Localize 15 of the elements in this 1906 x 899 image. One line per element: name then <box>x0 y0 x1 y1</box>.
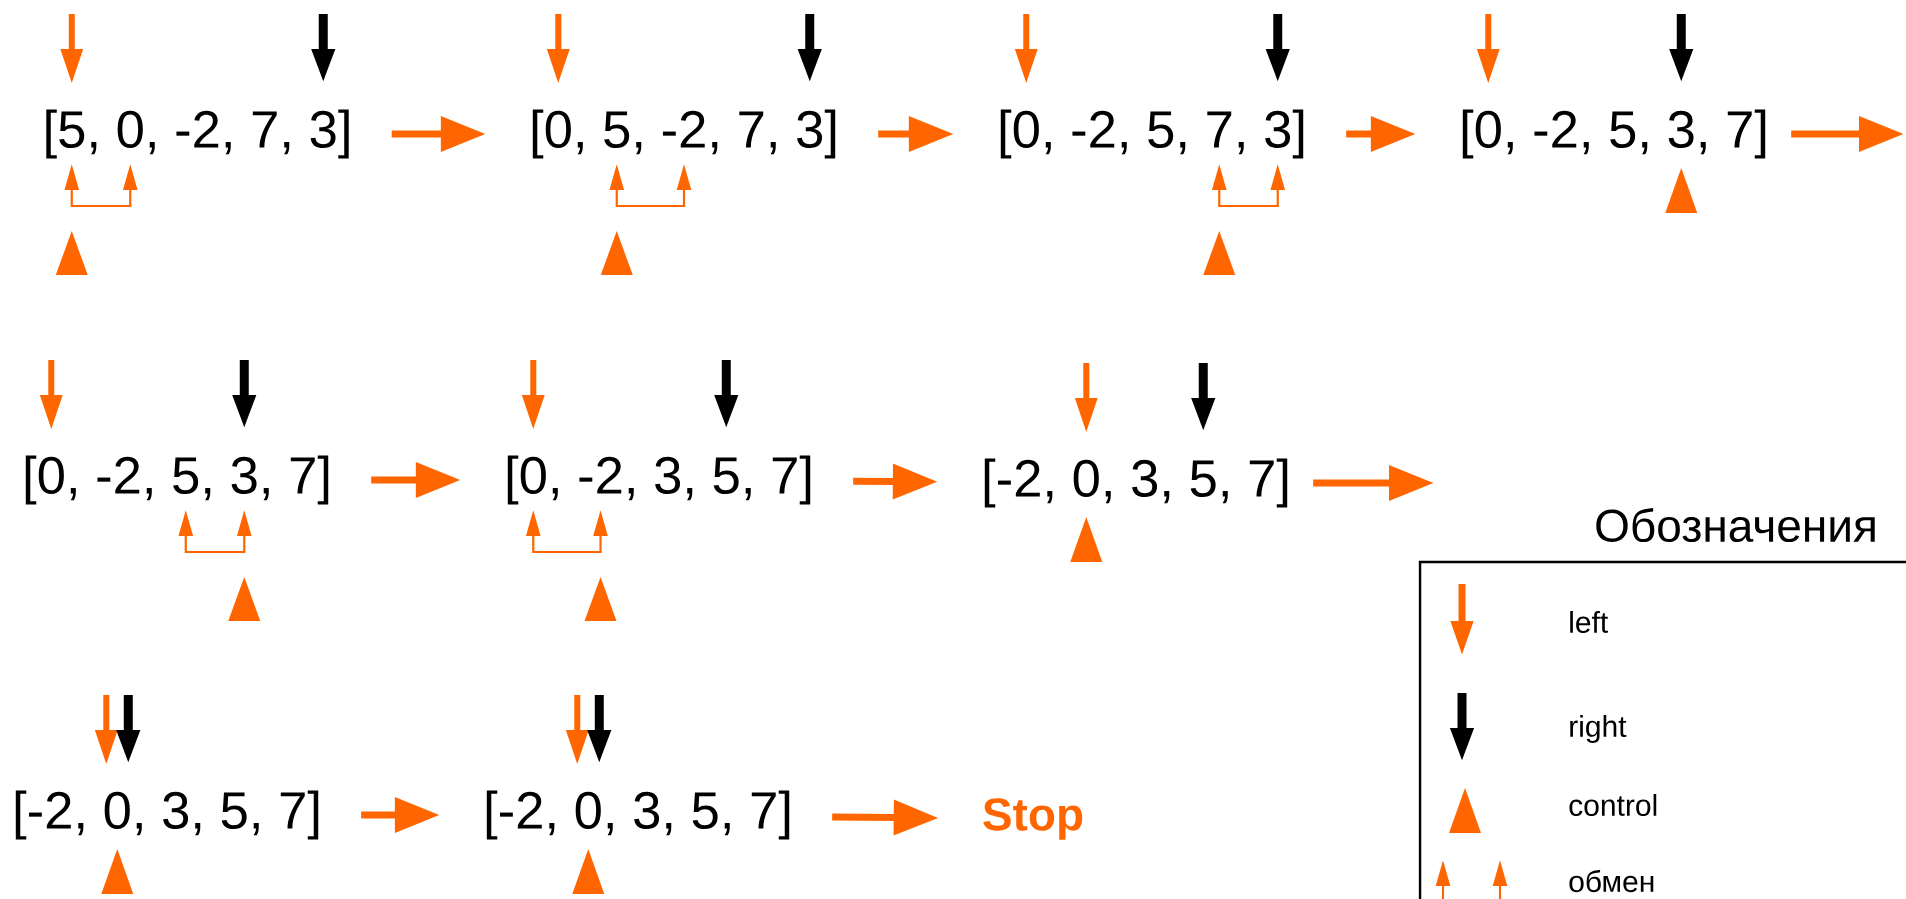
array-text: [0, -2, 3, 5, 7] <box>507 455 811 505</box>
legend-label: right <box>1570 715 1627 743</box>
array-text: [0, -2, 5, 3, 7] <box>1462 109 1766 159</box>
legend-label: left <box>1570 611 1608 633</box>
legend-title: Обозначения <box>1596 507 1875 543</box>
array-text: [0, -2, 5, 7, 3] <box>1000 109 1304 159</box>
array-text: [0, 5, -2, 7, 3] <box>532 109 836 159</box>
legend-label: control <box>1569 794 1657 816</box>
array-text: [0, -2, 5, 3, 7] <box>25 455 329 505</box>
stop-label: Stop <box>983 798 1083 840</box>
legend-label: обмен <box>1569 869 1654 893</box>
array-text: [-2, 0, 3, 5, 7] <box>486 790 790 840</box>
array-text: [5, 0, -2, 7, 3] <box>46 109 349 159</box>
array-text: [-2, 0, 3, 5, 7] <box>15 790 319 840</box>
array-text: [-2, 0, 3, 5, 7] <box>984 458 1288 508</box>
